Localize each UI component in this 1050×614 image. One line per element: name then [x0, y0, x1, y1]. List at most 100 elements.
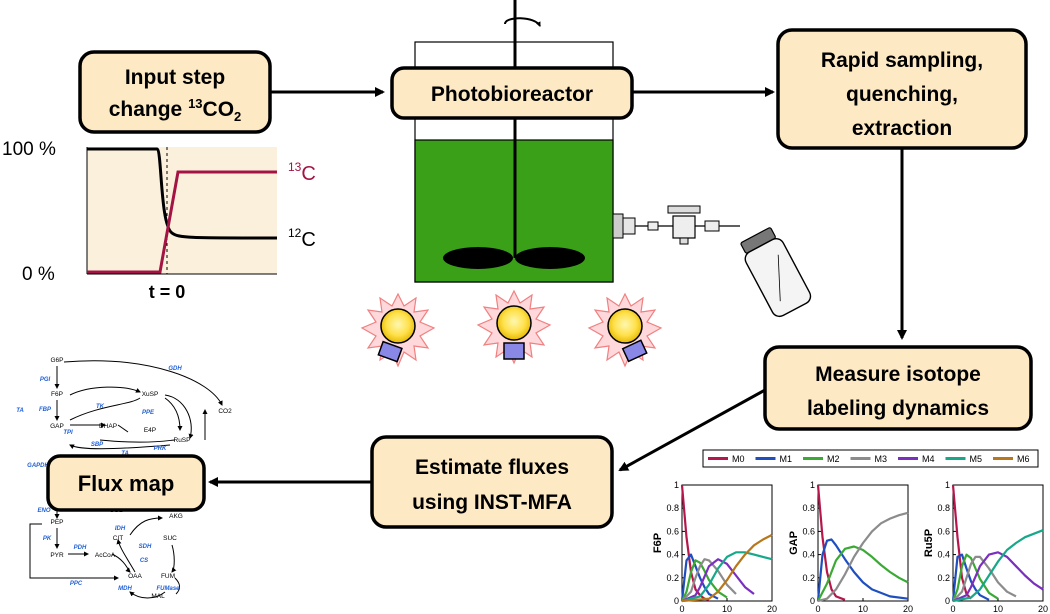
- metabolite-label: G6P: [50, 357, 63, 364]
- y-tick-label: 1: [810, 480, 815, 490]
- y-tick-label: 0.6: [666, 526, 679, 536]
- metabolite-label: DHAP: [99, 423, 117, 430]
- measure-box: Measure isotope labeling dynamics: [763, 345, 1033, 431]
- enzyme-label: TPI: [63, 430, 73, 436]
- sampling-line1: Rapid sampling,: [821, 49, 983, 72]
- fluxmap-box: Flux map: [46, 454, 206, 512]
- x-label-t0: t = 0: [149, 282, 186, 302]
- input-step-box: Input step change 13CO2: [78, 50, 272, 134]
- series-line-m1: [816, 538, 909, 602]
- sampling-apparatus: [612, 205, 812, 318]
- estimate-line2: using INST-MFA: [412, 491, 572, 514]
- port-connector: [612, 213, 624, 239]
- y-label-100: 100 %: [2, 139, 56, 160]
- enzyme-label: SDH: [139, 544, 152, 550]
- legend-label: M3: [875, 454, 888, 464]
- series-line-m2: [681, 559, 728, 602]
- y-tick-label: 0.4: [666, 550, 679, 560]
- metabolite-label: PEP: [50, 519, 63, 526]
- step-change-plot: 100 % 0 % t = 0 13C 12C: [2, 139, 316, 302]
- metabolite-label: E4P: [144, 427, 156, 434]
- enzyme-label: IDH: [115, 526, 126, 532]
- enzyme-label: PRK: [154, 446, 167, 452]
- legend-label: M0: [732, 454, 745, 464]
- enzyme-label: FUMase: [156, 586, 180, 592]
- metabolite-label: MAL: [151, 593, 165, 600]
- x-tick-label: 20: [903, 604, 913, 614]
- metabolite-label: CIT: [113, 535, 124, 542]
- metabolite-label: AKG: [169, 513, 183, 520]
- x-tick-label: 10: [722, 604, 732, 614]
- reactor-vessel: [414, 0, 614, 283]
- y-tick-label: 0.6: [802, 526, 815, 536]
- legend-label: M4: [922, 454, 935, 464]
- metabolite-label: SUC: [163, 535, 177, 542]
- enzyme-label: ENO: [37, 508, 50, 514]
- enzyme-label: GDH: [168, 366, 182, 372]
- enzyme-label: TA: [121, 451, 129, 457]
- y-tick-label: 0.4: [937, 550, 950, 560]
- metabolic-network: [29, 360, 223, 599]
- series-line-m2: [951, 553, 999, 602]
- y-tick-label: 0.8: [937, 503, 950, 513]
- sample-vial-icon: [740, 227, 812, 318]
- series-line-m3: [681, 558, 737, 602]
- metabolite-label: AcCoA: [95, 552, 116, 559]
- x-tick-label: 0: [950, 604, 955, 614]
- input-step-line2: change 13CO2: [109, 96, 242, 124]
- y-tick-label: 0.2: [937, 573, 950, 583]
- series-line-m4: [681, 558, 755, 603]
- enzyme-label: PDH: [74, 545, 87, 551]
- enzyme-label: PPE: [142, 410, 155, 416]
- y-axis-label: F6P: [652, 533, 664, 553]
- series-line-m3: [817, 511, 909, 603]
- metabolite-label: CO2: [218, 408, 232, 415]
- photobioreactor-box: Photobioreactor: [390, 66, 634, 120]
- x-tick-label: 20: [767, 604, 777, 614]
- enzyme-label: TK: [96, 404, 105, 410]
- y-tick-label: 0: [945, 596, 950, 606]
- metabolite-label: XuSP: [142, 391, 159, 398]
- y-tick-label: 0.2: [802, 573, 815, 583]
- rotation-icon: [504, 17, 541, 27]
- y-tick-label: 0: [810, 596, 815, 606]
- series-line-m0: [951, 484, 972, 600]
- sampling-line3: extraction: [852, 117, 952, 140]
- y-tick-label: 0: [674, 596, 679, 606]
- series-line-m3: [952, 555, 1017, 602]
- enzyme-label: FBP: [39, 407, 52, 413]
- y-label-0: 0 %: [22, 264, 55, 285]
- metabolite-label: FUM: [161, 573, 175, 580]
- y-tick-label: 0.6: [937, 526, 950, 536]
- enzyme-label: PGI: [40, 377, 51, 383]
- y-tick-label: 0.2: [666, 573, 679, 583]
- y-tick-label: 1: [945, 480, 950, 490]
- enzyme-label: MDH: [118, 586, 132, 592]
- label-12c: 12C: [288, 226, 316, 251]
- series-line-m1: [951, 553, 990, 602]
- metabolite-label: OAA: [128, 573, 142, 580]
- enzyme-label: TA: [16, 408, 24, 414]
- enzyme-label: PPC: [70, 581, 83, 587]
- enzyme-label: GAPDH: [27, 463, 49, 469]
- y-tick-label: 1: [674, 480, 679, 490]
- y-axis-label: Ru5P: [923, 529, 935, 557]
- sampling-box: Rapid sampling, quenching, extraction: [776, 28, 1028, 150]
- metabolite-label: F6P: [51, 391, 63, 398]
- x-tick-label: 10: [858, 604, 868, 614]
- series-line-m6: [681, 533, 773, 603]
- y-tick-label: 0.8: [666, 503, 679, 513]
- estimate-line1: Estimate fluxes: [415, 456, 569, 479]
- x-tick-label: 20: [1038, 604, 1048, 614]
- metabolite-label: RuSP: [174, 437, 191, 444]
- valve-icon: [672, 215, 696, 239]
- metabolite-label: PYR: [50, 552, 64, 559]
- light-bulb-icon: [360, 292, 436, 368]
- impeller-blade-right: [515, 247, 585, 269]
- y-tick-label: 0.4: [802, 550, 815, 560]
